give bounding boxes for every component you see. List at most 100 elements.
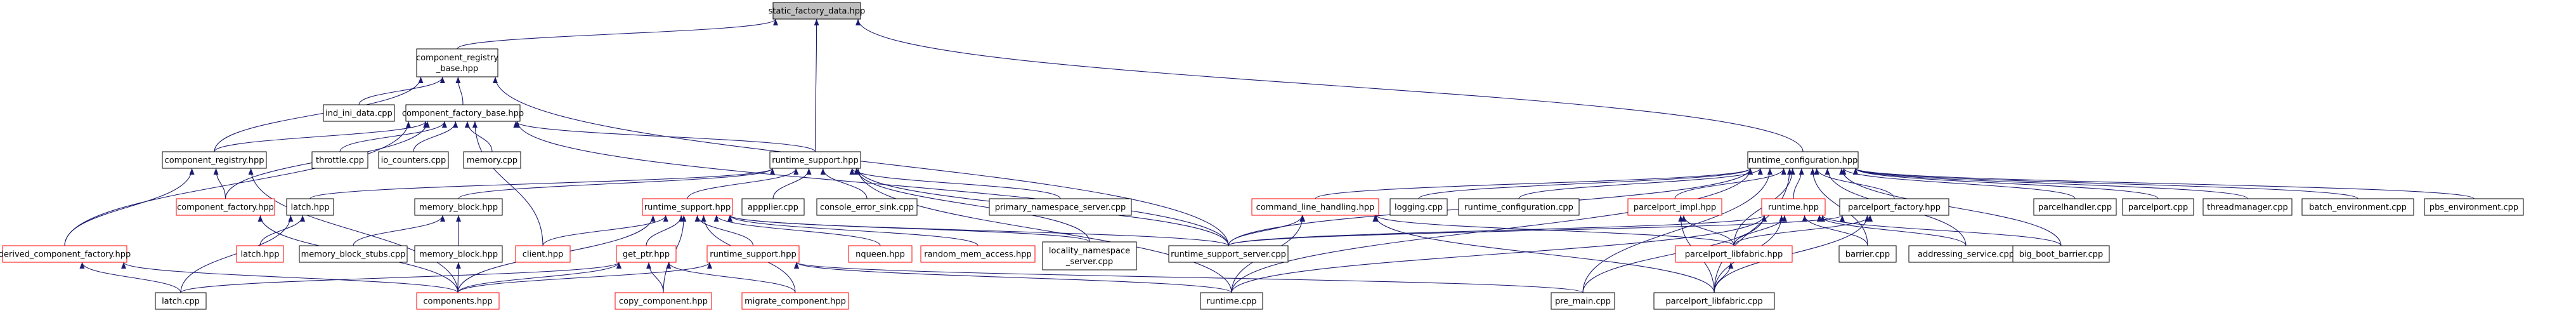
node-addressing-service[interactable]: addressing_service.cpp bbox=[1908, 245, 2024, 263]
node-label: barrier.cpp bbox=[1845, 250, 1890, 260]
node-threadmanager[interactable]: threadmanager.cpp bbox=[2202, 198, 2293, 216]
node-component-factory-base[interactable]: component_factory_base.hpp bbox=[402, 104, 524, 122]
node-box bbox=[706, 245, 800, 263]
node-label: latch.cpp bbox=[162, 297, 200, 307]
node-latch-cpp[interactable]: latch.cpp bbox=[155, 292, 207, 310]
node-parcelport-libfabric-hpp[interactable]: parcelport_libfabric.hpp bbox=[1675, 245, 1793, 263]
edge-latch_cpp-to-get_ptr bbox=[180, 262, 621, 293]
node-locality-namespace-server[interactable]: locality_namespace_server.cpp bbox=[1042, 241, 1137, 270]
node-box bbox=[2122, 198, 2194, 216]
node-memory-block-hpp-1[interactable]: memory_block.hpp bbox=[414, 198, 503, 216]
node-latch-hpp-1[interactable]: latch.hpp bbox=[286, 198, 334, 216]
node-runtime-support-hpp-red2[interactable]: runtime_support.hpp bbox=[706, 245, 800, 263]
node-primary-namespace-server[interactable]: primary_namespace_server.cpp bbox=[989, 198, 1132, 216]
node-component-registry[interactable]: component_registry.hpp bbox=[162, 151, 267, 169]
node-runtime-support-hpp-red[interactable]: runtime_support.hpp bbox=[642, 198, 733, 216]
node-nqueen[interactable]: nqueen.hpp bbox=[848, 245, 913, 263]
node-component-factory[interactable]: component_factory.hpp bbox=[176, 198, 275, 216]
edge-components_hpp-to-runtime_support_hpp_red2 bbox=[457, 262, 712, 293]
edge-parcelport_libfabric_hpp-to-parcelport_factory bbox=[1733, 215, 1873, 246]
node-box bbox=[1838, 245, 1897, 263]
node-latch-hpp-2[interactable]: latch.hpp bbox=[236, 245, 284, 263]
edge-parcelport_libfabric_cpp-to-command_line_handling bbox=[1372, 215, 1715, 293]
node-runtime-support-hpp-top[interactable]: runtime_support.hpp bbox=[769, 151, 861, 169]
node-box bbox=[1761, 198, 1826, 216]
node-box bbox=[2, 245, 127, 263]
node-static-factory-data[interactable]: static_factory_data.hpp bbox=[769, 2, 866, 20]
node-components-hpp[interactable]: components.hpp bbox=[416, 292, 500, 310]
node-console-error-sink[interactable]: console_error_sink.cpp bbox=[816, 198, 918, 216]
node-label: memory_block.hpp bbox=[419, 203, 498, 213]
node-box bbox=[741, 198, 805, 216]
node-box bbox=[414, 245, 503, 263]
node-box bbox=[416, 292, 500, 310]
edge-components_hpp-to-get_ptr bbox=[457, 262, 621, 293]
node-pbs-environment[interactable]: pbs_environment.cpp bbox=[2424, 198, 2524, 216]
edge-runtime_cpp-to-runtime_hpp bbox=[1231, 215, 1767, 293]
node-memory-block-hpp-2[interactable]: memory_block.hpp bbox=[414, 245, 503, 263]
node-throttle[interactable]: throttle.cpp bbox=[311, 151, 368, 169]
node-label: runtime_configuration.hpp bbox=[1748, 156, 1858, 166]
node-box bbox=[1251, 198, 1379, 216]
node-box bbox=[286, 198, 334, 216]
node-pre-main[interactable]: pre_main.cpp bbox=[1551, 292, 1615, 310]
edge-runtime_hpp-to-runtime_configuration_hpp bbox=[1793, 168, 1804, 199]
node-appplier[interactable]: appplier.cpp bbox=[741, 198, 805, 216]
node-big-boot-barrier[interactable]: big_boot_barrier.cpp bbox=[2012, 245, 2110, 263]
node-copy-component[interactable]: copy_component.hpp bbox=[615, 292, 712, 310]
node-box bbox=[2033, 198, 2117, 216]
node-box bbox=[1042, 241, 1137, 270]
node-barrier[interactable]: barrier.cpp bbox=[1838, 245, 1897, 263]
node-label: component_factory.hpp bbox=[177, 203, 274, 213]
edge-console_error_sink-to-runtime_support_hpp_top bbox=[820, 168, 868, 199]
node-label: copy_component.hpp bbox=[619, 297, 708, 307]
node-io-counters[interactable]: io_counters.cpp bbox=[378, 151, 449, 169]
node-get-ptr[interactable]: get_ptr.hpp bbox=[616, 245, 677, 263]
node-parcelport-factory[interactable]: parcelport_factory.hpp bbox=[1839, 198, 1949, 216]
edge-runtime_support_server-to-command_line_handling bbox=[1228, 215, 1305, 246]
edge-get_ptr-to-runtime_support_hpp_red bbox=[646, 215, 684, 246]
edge-component_factory_base-to-component_registry_base bbox=[455, 76, 464, 105]
edge-threadmanager-to-runtime_configuration_hpp bbox=[1853, 168, 2248, 199]
node-box bbox=[1908, 245, 2024, 263]
node-runtime-hpp[interactable]: runtime.hpp bbox=[1761, 198, 1826, 216]
edge-components_hpp-to-component_registry bbox=[248, 168, 459, 293]
node-batch-environment[interactable]: batch_environment.cpp bbox=[2301, 198, 2414, 216]
node-label: primary_namespace_server.cpp bbox=[995, 203, 1126, 213]
node-logging[interactable]: logging.cpp bbox=[1389, 198, 1448, 216]
node-runtime-configuration-hpp[interactable]: runtime_configuration.hpp bbox=[1747, 151, 1859, 169]
node-runtime-cpp[interactable]: runtime.cpp bbox=[1200, 292, 1263, 310]
edge-batch_environment-to-runtime_configuration_hpp bbox=[1853, 168, 2358, 199]
edge-runtime_support_hpp_red-to-runtime_support_hpp_top bbox=[687, 168, 799, 199]
node-memory-block-stubs[interactable]: memory_block_stubs.cpp bbox=[299, 245, 408, 263]
node-client-hpp[interactable]: client.hpp bbox=[515, 245, 571, 263]
node-label: _base.hpp bbox=[436, 64, 478, 74]
node-label: client.hpp bbox=[523, 250, 564, 260]
node-random-mem-access[interactable]: random_mem_access.hpp bbox=[920, 245, 1036, 263]
node-box bbox=[162, 151, 267, 169]
node-box bbox=[515, 245, 571, 263]
node-parcelport-impl[interactable]: parcelport_impl.hpp bbox=[1627, 198, 1722, 216]
edge-addressing_service-to-runtime_hpp bbox=[1816, 215, 1967, 246]
node-parcelport-libfabric-cpp[interactable]: parcelport_libfabric.cpp bbox=[1653, 292, 1775, 310]
node-ind-ini-data[interactable]: ind_ini_data.cpp bbox=[323, 104, 395, 122]
node-box bbox=[323, 104, 395, 122]
node-parcelhandler[interactable]: parcelhandler.cpp bbox=[2033, 198, 2117, 216]
edge-command_line_handling-to-runtime_configuration_hpp bbox=[1315, 168, 1753, 199]
node-derived-component-factory[interactable]: derived_component_factory.hpp bbox=[0, 245, 131, 263]
edge-latch_cpp-to-latch_hpp_1 bbox=[180, 215, 294, 293]
node-component-registry-base[interactable]: component_registry_base.hpp bbox=[416, 48, 498, 77]
node-migrate-component[interactable]: migrate_component.hpp bbox=[741, 292, 849, 310]
edge-runtime_cpp-to-runtime_support_hpp_red2 bbox=[794, 262, 1232, 293]
nodes-layer: static_factory_data.hpp component_registr… bbox=[0, 2, 2524, 310]
node-runtime-support-server[interactable]: runtime_support_server.cpp bbox=[1168, 245, 1289, 263]
edge-runtime_support_server-to-parcelport_factory bbox=[1228, 215, 1845, 246]
node-runtime-configuration-cpp[interactable]: runtime_configuration.cpp bbox=[1458, 198, 1580, 216]
node-command-line-handling[interactable]: command_line_handling.hpp bbox=[1251, 198, 1379, 216]
edge-io_counters-to-component_factory_base bbox=[413, 121, 459, 152]
node-memory-cpp[interactable]: memory.cpp bbox=[463, 151, 521, 169]
node-parcelport-cpp[interactable]: parcelport.cpp bbox=[2122, 198, 2194, 216]
node-box bbox=[1627, 198, 1722, 216]
node-box bbox=[299, 245, 408, 263]
node-box bbox=[378, 151, 449, 169]
